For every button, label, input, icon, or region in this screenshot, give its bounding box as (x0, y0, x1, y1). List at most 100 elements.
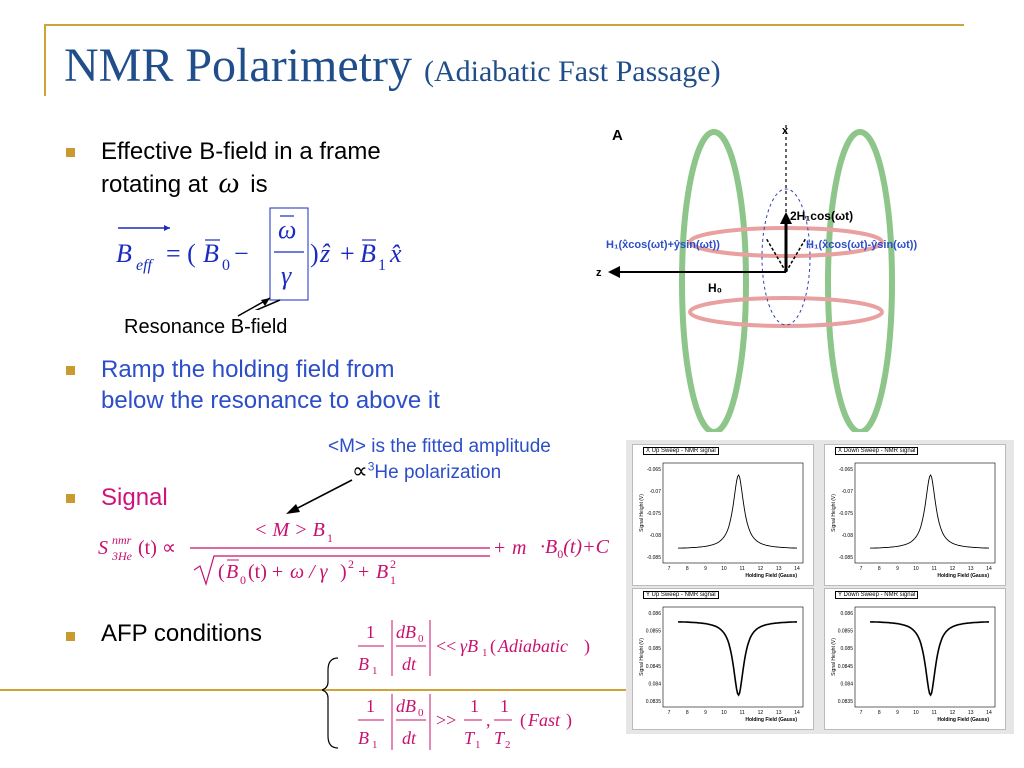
annotation-line-1: <M> is the fitted amplitude (328, 436, 551, 457)
svg-text:1: 1 (366, 696, 375, 716)
svg-text:B: B (376, 561, 388, 583)
y-tick-label: -0.07 (650, 489, 662, 495)
x-tick-label: 10 (721, 710, 727, 716)
svg-text:dB: dB (396, 622, 416, 642)
resonance-arrow (237, 297, 271, 317)
y-tick-label: 0.0855 (646, 629, 662, 635)
bullet-2-line-1: Ramp the holding field from (101, 356, 395, 383)
plot-y-down-title: Y Down Sweep - NMR signal (835, 591, 919, 599)
x-tick-label: 14 (986, 710, 992, 716)
svg-text:1: 1 (390, 573, 396, 587)
beff-equation: B eff = ( B 0 − ω γ ) ẑ + B 1 x̂ (116, 207, 402, 310)
svg-text:+: + (494, 537, 505, 559)
y-tick-label: -0.08 (842, 533, 854, 539)
x-tick-label: 12 (758, 710, 764, 716)
svg-text:(: ( (520, 710, 526, 731)
svg-text:<<: << (436, 636, 456, 656)
svg-text:B: B (360, 239, 376, 268)
svg-text:1: 1 (372, 739, 378, 751)
y-axis-title: Signal Height (V) (639, 494, 645, 532)
x-tick-label: 8 (878, 710, 881, 716)
svg-text:): ) (584, 636, 590, 657)
x-tick-label: 13 (968, 566, 974, 572)
svg-text:1: 1 (372, 665, 378, 677)
annotation-superscript: 3 (367, 459, 375, 474)
bullet-4-text: AFP conditions (101, 620, 262, 647)
svg-text:ω / γ: ω / γ (290, 561, 329, 583)
x-tick-label: 14 (986, 566, 992, 572)
y-tick-label: 0.0845 (646, 664, 662, 670)
svg-text:T: T (494, 728, 506, 748)
y-tick-label: 0.086 (648, 611, 661, 617)
svg-text:>>: >> (436, 710, 456, 730)
svg-text:S: S (98, 537, 108, 559)
svg-text:1: 1 (500, 696, 509, 716)
y-axis-title: Signal Height (V) (831, 638, 837, 676)
x-axis-label: x (782, 125, 789, 137)
bullet-2-text: Ramp the holding field from below the re… (101, 354, 440, 416)
bullet-1-text: Effective B-field in a frame rotating at… (101, 136, 381, 200)
y-tick-label: 0.0835 (838, 699, 854, 705)
left-rule (44, 24, 46, 96)
x-axis-title: Holding Field (Gauss) (937, 573, 989, 579)
x-tick-label: 14 (794, 566, 800, 572)
signal-curve (678, 474, 797, 549)
x-tick-label: 7 (860, 710, 863, 716)
x-tick-label: 10 (913, 566, 919, 572)
svg-text:x̂: x̂ (389, 239, 402, 268)
y-tick-label: 0.086 (840, 611, 853, 617)
x-tick-label: 8 (686, 566, 689, 572)
y-tick-label: 0.0835 (646, 699, 662, 705)
plot-x-up-title: X Up Sweep - NMR signal (643, 447, 719, 455)
y-tick-label: 0.0845 (838, 664, 854, 670)
rotation-ellipse (761, 188, 811, 326)
svg-text:1: 1 (482, 647, 488, 659)
svg-text:(t) ∝: (t) ∝ (138, 537, 176, 559)
right-coil (825, 129, 895, 432)
y-tick-label: -0.065 (647, 467, 661, 473)
top-rule (44, 24, 964, 26)
x-tick-label: 13 (968, 710, 974, 716)
svg-text:γ: γ (281, 261, 292, 290)
bullet-1-is-text: is (250, 171, 268, 198)
signal-curve (678, 621, 797, 697)
x-tick-label: 11 (740, 566, 745, 572)
svg-text:B: B (358, 728, 369, 748)
svg-text:0: 0 (418, 633, 424, 645)
x-tick-label: 10 (721, 566, 727, 572)
svg-text:m: m (512, 537, 526, 559)
h1-right-label: H₁(x̂cos(ωt)-ŷsin(ωt)) (806, 239, 917, 251)
plot-frame (662, 606, 804, 708)
svg-text:1: 1 (470, 696, 479, 716)
plot-frame (662, 462, 804, 564)
svg-text:0: 0 (240, 573, 246, 587)
x-axis-title: Holding Field (Gauss) (745, 717, 797, 723)
y-tick-label: -0.075 (647, 511, 661, 517)
svg-text:1: 1 (327, 531, 333, 545)
left-coil (679, 129, 749, 432)
coil-diagram: A x z 2H₁cos(ωt) H₁(x̂cos(ωt)+ŷsin(ωt))… (596, 124, 917, 432)
svg-text:γB: γB (460, 636, 478, 656)
x-axis-title: Holding Field (Gauss) (937, 717, 989, 723)
signal-equation-tail: ·B0(t)+C (540, 536, 609, 561)
svg-text:B: B (226, 561, 238, 583)
svg-text:0: 0 (418, 707, 424, 719)
y-tick-label: 0.084 (648, 681, 661, 687)
svg-text:): ) (310, 239, 319, 268)
svg-text:3He: 3He (111, 549, 133, 563)
x-tick-label: 14 (794, 710, 800, 716)
svg-text:dt: dt (402, 728, 417, 748)
bottom-ring (688, 296, 884, 328)
x-tick-label: 9 (704, 566, 707, 572)
svg-text:,: , (486, 710, 491, 730)
svg-text:2: 2 (505, 739, 511, 751)
y-tick-label: -0.075 (839, 511, 853, 517)
x-tick-label: 13 (776, 710, 782, 716)
y-axis-title: Signal Height (V) (831, 494, 837, 532)
x-tick-label: 12 (758, 566, 764, 572)
svg-text:+: + (340, 239, 355, 268)
svg-text:+: + (358, 561, 369, 583)
